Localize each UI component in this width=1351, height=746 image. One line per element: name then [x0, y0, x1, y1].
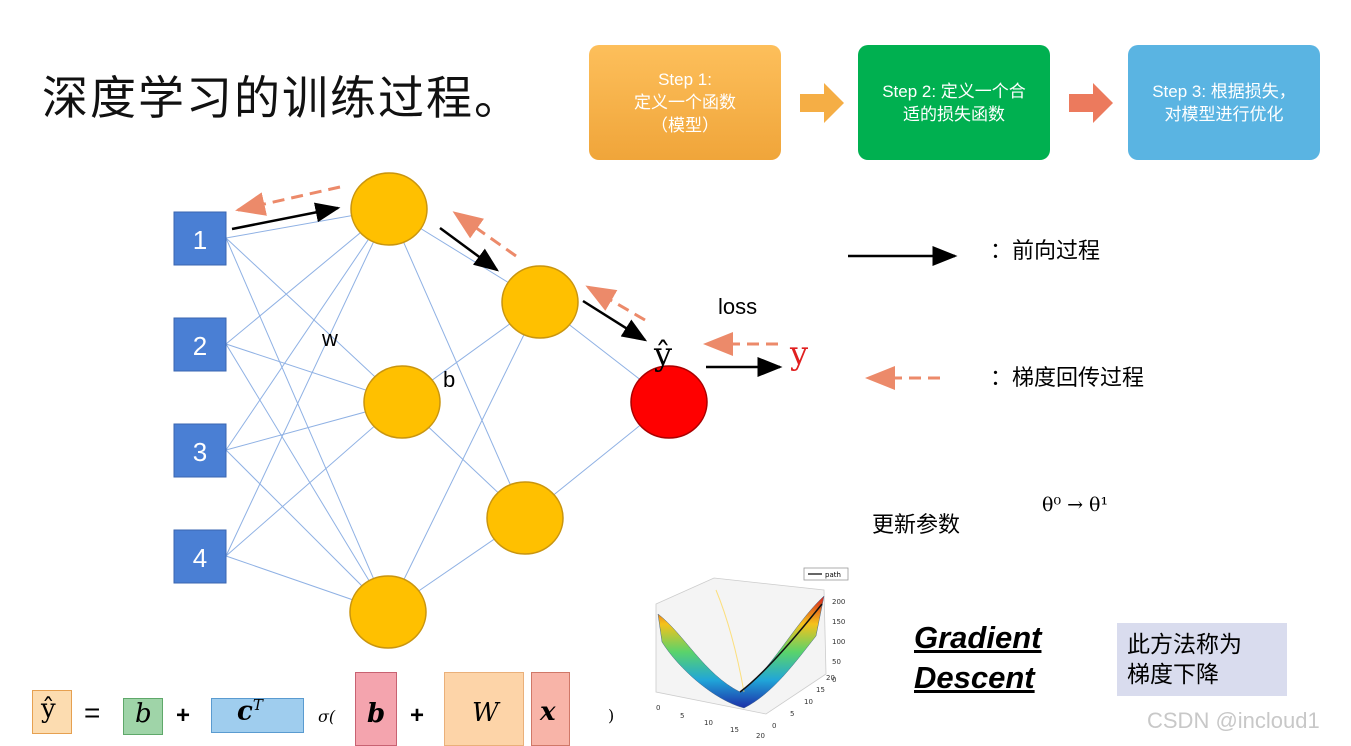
svg-text:20: 20: [756, 732, 765, 740]
surface-x-ticks: 0 5 10 15 20: [656, 704, 765, 740]
update-params-label: 更新参数: [872, 513, 961, 538]
backward-arrows: [235, 185, 778, 356]
step-3-box: Step 3: 根据损失， 对模型进行优化: [1128, 45, 1320, 160]
network-edge: [388, 208, 526, 519]
eq-equals: =: [84, 697, 101, 728]
network-edge: [225, 208, 390, 557]
svg-text:10: 10: [804, 698, 813, 706]
step-2-line1: Step 2: 定义一个合: [882, 81, 1026, 101]
input-node-3-label: 3: [193, 437, 207, 467]
svg-text:0: 0: [656, 704, 660, 712]
eq-w: W: [472, 698, 499, 728]
step-arrow-1-icon: [800, 83, 844, 123]
hidden-node-2-2: [486, 481, 564, 555]
step-2-box: Step 2: 定义一个合 适的损失函数: [858, 45, 1050, 160]
svg-text:15: 15: [730, 726, 739, 734]
surface-y-ticks: 0 5 10 15 20: [772, 674, 835, 730]
eq-x: x: [540, 697, 556, 727]
network-edge: [225, 343, 389, 613]
legend-forward-label: ：前向过程: [990, 239, 1100, 264]
svg-text:100: 100: [832, 638, 845, 646]
eq-sigma: σ(: [318, 707, 336, 726]
step-1-line3: （模型）: [651, 116, 719, 135]
network-edge: [225, 401, 403, 557]
gradient-descent-line1: Gradient: [914, 620, 1042, 655]
eq-yhat-box: [32, 690, 72, 734]
input-node-1: [173, 211, 227, 266]
svg-text:200: 200: [832, 598, 845, 606]
step-2-line2: 适的损失函数: [903, 104, 1005, 124]
step-3-line1: Step 3: 根据损失，: [1152, 81, 1296, 101]
svg-text:10: 10: [704, 719, 713, 727]
step-1-box: Step 1: 定义一个函数 （模型）: [589, 45, 781, 160]
gradient-descent-title: Gradient Descent: [914, 618, 1041, 698]
input-node-1-label: 1: [193, 225, 207, 255]
svg-text:150: 150: [832, 618, 845, 626]
eq-b1-box: [123, 698, 163, 735]
gradient-descent-cn-line1: 此方法称为: [1127, 632, 1242, 658]
gradient-descent-line2: Descent: [914, 660, 1035, 695]
eq-ct: cT: [237, 696, 263, 727]
step-1-line1: Step 1:: [658, 70, 712, 89]
input-node-4-label: 4: [193, 543, 207, 573]
gradient-descent-cn-box: 此方法称为 梯度下降: [1117, 623, 1287, 696]
svg-text:5: 5: [790, 710, 794, 718]
network-edge: [225, 237, 389, 613]
svg-text:5: 5: [680, 712, 684, 720]
bias-label: b: [443, 367, 455, 392]
eq-yhat: ŷ: [41, 694, 56, 724]
eq-x-box: [531, 672, 570, 746]
surface-z-ticks: 200 150 100 50 0: [832, 598, 845, 684]
eq-close-paren: ): [608, 706, 615, 725]
eq-ct-box: [211, 698, 304, 733]
gradient-surface-plot: path 200 150 100 50 0 0 5 10 15 20 0 5 1…: [655, 567, 849, 740]
eq-b2: b: [367, 699, 386, 729]
hidden-node-1-2: [363, 365, 441, 439]
svg-text:50: 50: [832, 658, 841, 666]
weight-label: w: [321, 326, 338, 351]
eq-transpose: T: [252, 696, 263, 714]
eq-b1: b: [135, 699, 152, 729]
loss-label: loss: [718, 294, 757, 319]
svg-text:15: 15: [816, 686, 825, 694]
svg-text:0: 0: [832, 676, 836, 684]
network-edges: [225, 208, 670, 613]
input-node-4: [173, 529, 227, 584]
network-edge: [387, 301, 541, 613]
input-layer: 1 2 3 4: [173, 211, 227, 584]
input-node-2-label: 2: [193, 331, 207, 361]
theta-update: θ⁰ → θ¹: [1042, 494, 1109, 516]
step-1-line2: 定义一个函数: [634, 93, 736, 112]
eq-c: c: [237, 696, 253, 727]
step-3-line2: 对模型进行优化: [1164, 104, 1284, 124]
network-edge: [225, 449, 389, 613]
output-yhat-label: ŷ: [653, 335, 672, 373]
hidden-node-1-1: [350, 172, 428, 246]
output-node: [630, 365, 708, 439]
surface-legend-label: path: [825, 571, 841, 579]
input-node-3: [173, 423, 227, 478]
eq-plus1: +: [176, 702, 191, 729]
gradient-descent-cn-line2: 梯度下降: [1127, 662, 1219, 688]
hidden-node-2-1: [501, 265, 579, 339]
target-y-label: y: [789, 334, 808, 372]
watermark: CSDN @incloud1: [1147, 708, 1320, 733]
input-node-2: [173, 317, 227, 372]
network-edge: [225, 208, 390, 451]
hidden-layers: [349, 172, 579, 649]
svg-text:0: 0: [772, 722, 776, 730]
hidden-node-1-3: [349, 575, 427, 649]
svg-text:20: 20: [826, 674, 835, 682]
eq-plus2: +: [410, 702, 425, 729]
legend-backward-label: ：梯度回传过程: [990, 366, 1144, 391]
step-arrow-2-icon: [1069, 83, 1113, 123]
page-title: 深度学习的训练过程。: [42, 71, 522, 125]
